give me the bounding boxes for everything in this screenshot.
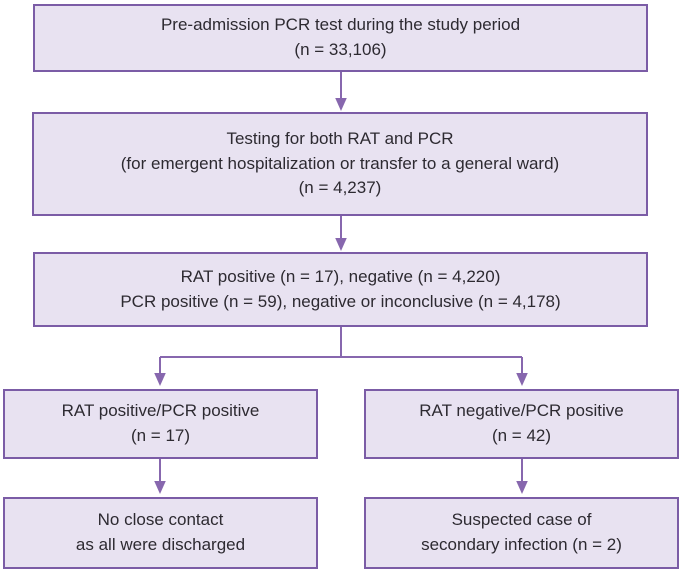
node-text-line: RAT negative/PCR positive [419, 401, 624, 421]
node-text-line: No close contact [97, 510, 224, 530]
node-count-line: (n = 4,237) [298, 178, 382, 198]
node-text-line: RAT positive (n = 17), negative (n = 4,2… [180, 266, 501, 286]
node-text-line: as all were discharged [75, 535, 246, 554]
node-pre-admission: Pre-admission PCR test during the study … [33, 4, 648, 72]
node-rat-neg-pcr-pos: RAT negative/PCR positive (n = 42) [364, 389, 679, 459]
arrow-ratpos-to-nocontact [154, 458, 166, 494]
node-text-line: (for emergent hospitalization or transfe… [120, 153, 560, 173]
arrow-pre-admission-to-testing [335, 71, 347, 111]
node-rat-pos-pcr-pos: RAT positive/PCR positive (n = 17) [3, 389, 318, 459]
node-text-line: Testing for both RAT and PCR [226, 129, 454, 149]
node-text-line: RAT positive/PCR positive [61, 401, 260, 421]
node-suspected-secondary: Suspected case of secondary infection (n… [364, 497, 679, 569]
node-results: RAT positive (n = 17), negative (n = 4,2… [33, 252, 648, 327]
node-text-line: PCR positive (n = 59), negative or incon… [120, 291, 561, 311]
node-count-line: (n = 17) [130, 426, 191, 445]
node-text-line: Suspected case of [451, 510, 592, 530]
node-text-line: Pre-admission PCR test during the study … [160, 15, 521, 35]
node-testing-both: Testing for both RAT and PCR (for emerge… [32, 112, 648, 216]
branch-results-split [154, 327, 528, 386]
node-text-line: secondary infection (n = 2) [421, 535, 622, 554]
node-count-line: (n = 42) [491, 426, 552, 445]
arrow-testing-to-results [335, 215, 347, 251]
arrow-ratneg-to-suspected [516, 458, 528, 494]
node-count-line: (n = 33,106) [294, 40, 387, 59]
node-no-close-contact: No close contact as all were discharged [3, 497, 318, 569]
